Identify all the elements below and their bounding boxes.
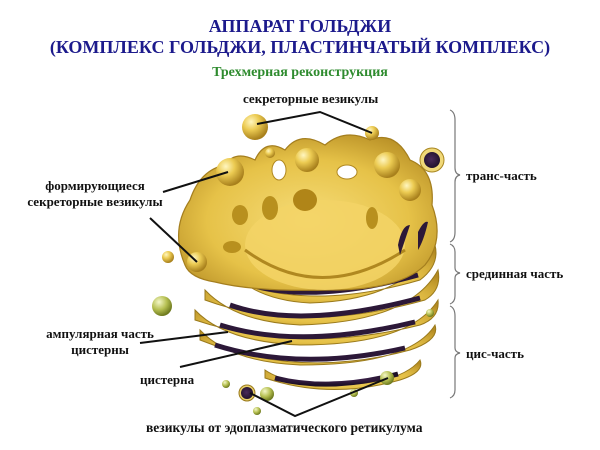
label-ampullar-line-2: цистерны [71,342,129,357]
region-braces [449,109,461,399]
label-forming-line-1: формирующиеся [45,178,145,193]
label-cisterna: цистерна [140,372,195,387]
label-cis-part: цис-часть [466,346,524,361]
label-ampullar-line-1: ампулярная часть [46,326,154,341]
label-er-vesicles: везикулы от эдоплазматического ретикулум… [146,420,423,435]
label-medial-part: срединная часть [466,266,564,281]
forming-vesicles [162,148,421,272]
label-forming-line-2: секреторные везикулы [27,194,163,209]
label-ampullar-part: ампулярная часть цистерны [30,326,170,358]
subtitle: Трехмерная реконструкция [212,65,388,80]
label-secretory-vesicles: секреторные везикулы [243,91,379,106]
label-trans-part: транс-часть [466,168,537,183]
title-line-2: (КОМПЛЕКС ГОЛЬДЖИ, ПЛАСТИНЧАТЫЙ КОМПЛЕКС… [49,37,551,57]
secretory-vesicles [242,114,445,173]
leader-lines [139,110,389,418]
label-forming-vesicles: формирующиеся секреторные везикулы [25,178,165,210]
title-line-1: АППАРАТ ГОЛЬДЖИ [208,16,392,36]
